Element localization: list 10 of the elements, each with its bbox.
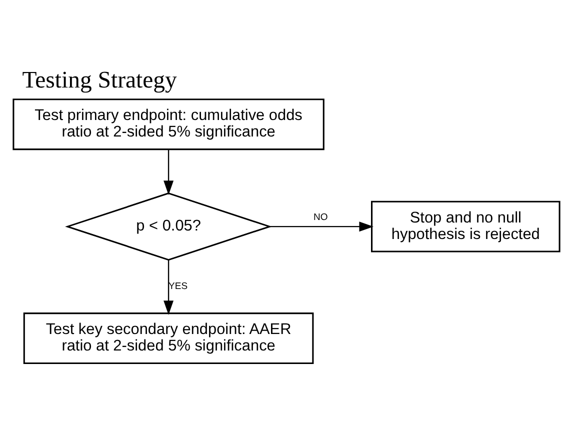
node-diamond: p < 0.05? (65, 192, 272, 261)
arrow (270, 222, 374, 232)
node-box: Test primary endpoint: cumulative odds ratio at 2-sided 5% significance (12, 98, 324, 150)
node-box: Test key secondary endpoint: AAER ratio at 2-sided 5% significance (23, 312, 314, 364)
edge-label: NO (314, 212, 328, 223)
arrow (164, 150, 174, 195)
arrow (164, 260, 174, 315)
edge-label: YES (168, 280, 188, 292)
diagram-title: Testing Strategy (22, 68, 177, 94)
node-box: Stop and no null hypothesis is rejected (371, 200, 560, 252)
